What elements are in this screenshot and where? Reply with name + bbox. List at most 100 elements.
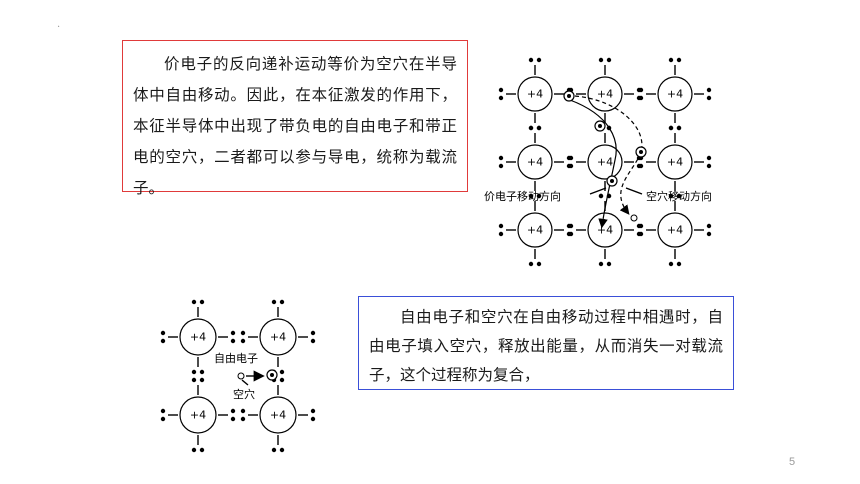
free-electron-dot xyxy=(270,373,274,377)
valence-electron-dot xyxy=(199,369,205,375)
atom-charge-label: +4 xyxy=(527,224,543,237)
valence-electron-dot xyxy=(676,57,682,63)
valence-electron-dot xyxy=(160,408,166,414)
valence-electron-dot xyxy=(191,369,197,375)
valence-electron-dot xyxy=(706,231,712,237)
valence-electron-dot xyxy=(668,57,674,63)
valence-electron-dot xyxy=(191,447,197,453)
valence-electron-dot xyxy=(191,377,197,383)
valence-electron-dot xyxy=(191,299,197,305)
valence-electron-dot xyxy=(279,299,285,305)
valence-electron-dot xyxy=(676,193,682,199)
silicon-atom xyxy=(657,76,693,112)
silicon-atom xyxy=(587,144,623,180)
silicon-atom xyxy=(517,212,553,248)
valence-electron-dot xyxy=(310,416,316,422)
valence-electron-dot xyxy=(498,87,504,93)
electron-in-hole-marker xyxy=(639,150,643,154)
valence-electron-dot xyxy=(668,261,674,267)
atom-charge-label: +4 xyxy=(270,409,286,422)
valence-electron-dot xyxy=(536,57,542,63)
hole-label: 空穴 xyxy=(233,387,255,401)
silicon-atom xyxy=(259,396,297,434)
valence-electron-dot xyxy=(536,193,542,199)
valence-electron-dot xyxy=(230,408,236,414)
valence-electron-dot xyxy=(279,369,285,375)
valence-electron-dot xyxy=(668,193,674,199)
valence-electron-dot xyxy=(240,416,246,422)
electron-in-hole-marker xyxy=(610,179,614,183)
valence-electron-dot xyxy=(536,261,542,267)
valence-electron-dot xyxy=(568,223,574,229)
valence-electron-dot xyxy=(528,125,534,131)
atom-charge-label: +4 xyxy=(597,156,613,169)
page-number: 5 xyxy=(789,456,796,468)
valence-electron-dot xyxy=(598,57,604,63)
silicon-atom xyxy=(517,144,553,180)
electron-in-hole-marker xyxy=(598,124,602,128)
atom-charge-label: +4 xyxy=(667,224,683,237)
valence-electron-dot xyxy=(528,193,534,199)
valence-electron-dot xyxy=(160,330,166,336)
valence-electron-dot xyxy=(528,261,534,267)
corner-mark: · xyxy=(57,22,61,33)
valence-electron-dot xyxy=(668,125,674,131)
free-electron-label: 自由电子 xyxy=(214,351,258,365)
silicon-atom xyxy=(657,144,693,180)
hole-marker xyxy=(237,372,245,380)
valence-electron-dot xyxy=(199,447,205,453)
valence-electron-dot xyxy=(199,299,205,305)
electron-in-hole-marker xyxy=(567,94,571,98)
silicon-atom xyxy=(179,318,217,356)
valence-electron-dot xyxy=(498,223,504,229)
valence-electron-dot xyxy=(160,338,166,344)
valence-electron-dot xyxy=(706,95,712,101)
valence-electron-dot xyxy=(638,87,644,93)
atom-charge-label: +4 xyxy=(667,156,683,169)
valence-electron-dot xyxy=(706,223,712,229)
valence-electron-dot xyxy=(706,87,712,93)
silicon-atom xyxy=(517,76,553,112)
valence-electron-dot xyxy=(199,377,205,383)
silicon-atom xyxy=(587,212,623,248)
top-lattice-overlay: 价电子移动方向 空穴移动方向 xyxy=(484,90,712,229)
valence-electron-dot xyxy=(638,231,644,237)
atom-charge-label: +4 xyxy=(527,156,543,169)
valence-electron-dot xyxy=(310,330,316,336)
silicon-atom xyxy=(657,212,693,248)
top-lattice-diagram: +4+4+4+4+4+4+4+4+4 xyxy=(498,57,712,267)
valence-electron-dot xyxy=(498,231,504,237)
silicon-atom xyxy=(259,318,297,356)
valence-electron-dot xyxy=(598,261,604,267)
valence-electron-dot xyxy=(498,155,504,161)
valence-electron-dot xyxy=(706,155,712,161)
atom-charge-label: +4 xyxy=(667,88,683,101)
valence-electron-dot xyxy=(230,330,236,336)
valence-electron-dot xyxy=(498,163,504,169)
valence-electron-dot xyxy=(536,125,542,131)
atom-charge-label: +4 xyxy=(190,331,206,344)
valence-electron-dot xyxy=(568,231,574,237)
valence-electron-dot xyxy=(279,377,285,383)
valence-motion-label: 价电子移动方向 xyxy=(484,189,561,203)
valence-electron-dot xyxy=(498,95,504,101)
valence-electron-dot xyxy=(240,338,246,344)
valence-electron-dot xyxy=(606,57,612,63)
valence-electron-dot xyxy=(676,125,682,131)
valence-electron-dot xyxy=(271,447,277,453)
valence-electron-dot xyxy=(230,338,236,344)
empty-hole-marker xyxy=(630,214,638,222)
valence-electron-dot xyxy=(568,155,574,161)
valence-electron-dot xyxy=(638,163,644,169)
bottom-lattice-diagram: +4+4+4+4 xyxy=(160,299,316,453)
valence-electron-dot xyxy=(271,299,277,305)
valence-electron-dot xyxy=(598,193,604,199)
atom-charge-label: +4 xyxy=(190,409,206,422)
valence-motion-path xyxy=(569,99,617,229)
valence-electron-dot xyxy=(310,338,316,344)
valence-electron-dot xyxy=(279,447,285,453)
valence-electron-dot xyxy=(528,57,534,63)
valence-electron-dot xyxy=(160,416,166,422)
